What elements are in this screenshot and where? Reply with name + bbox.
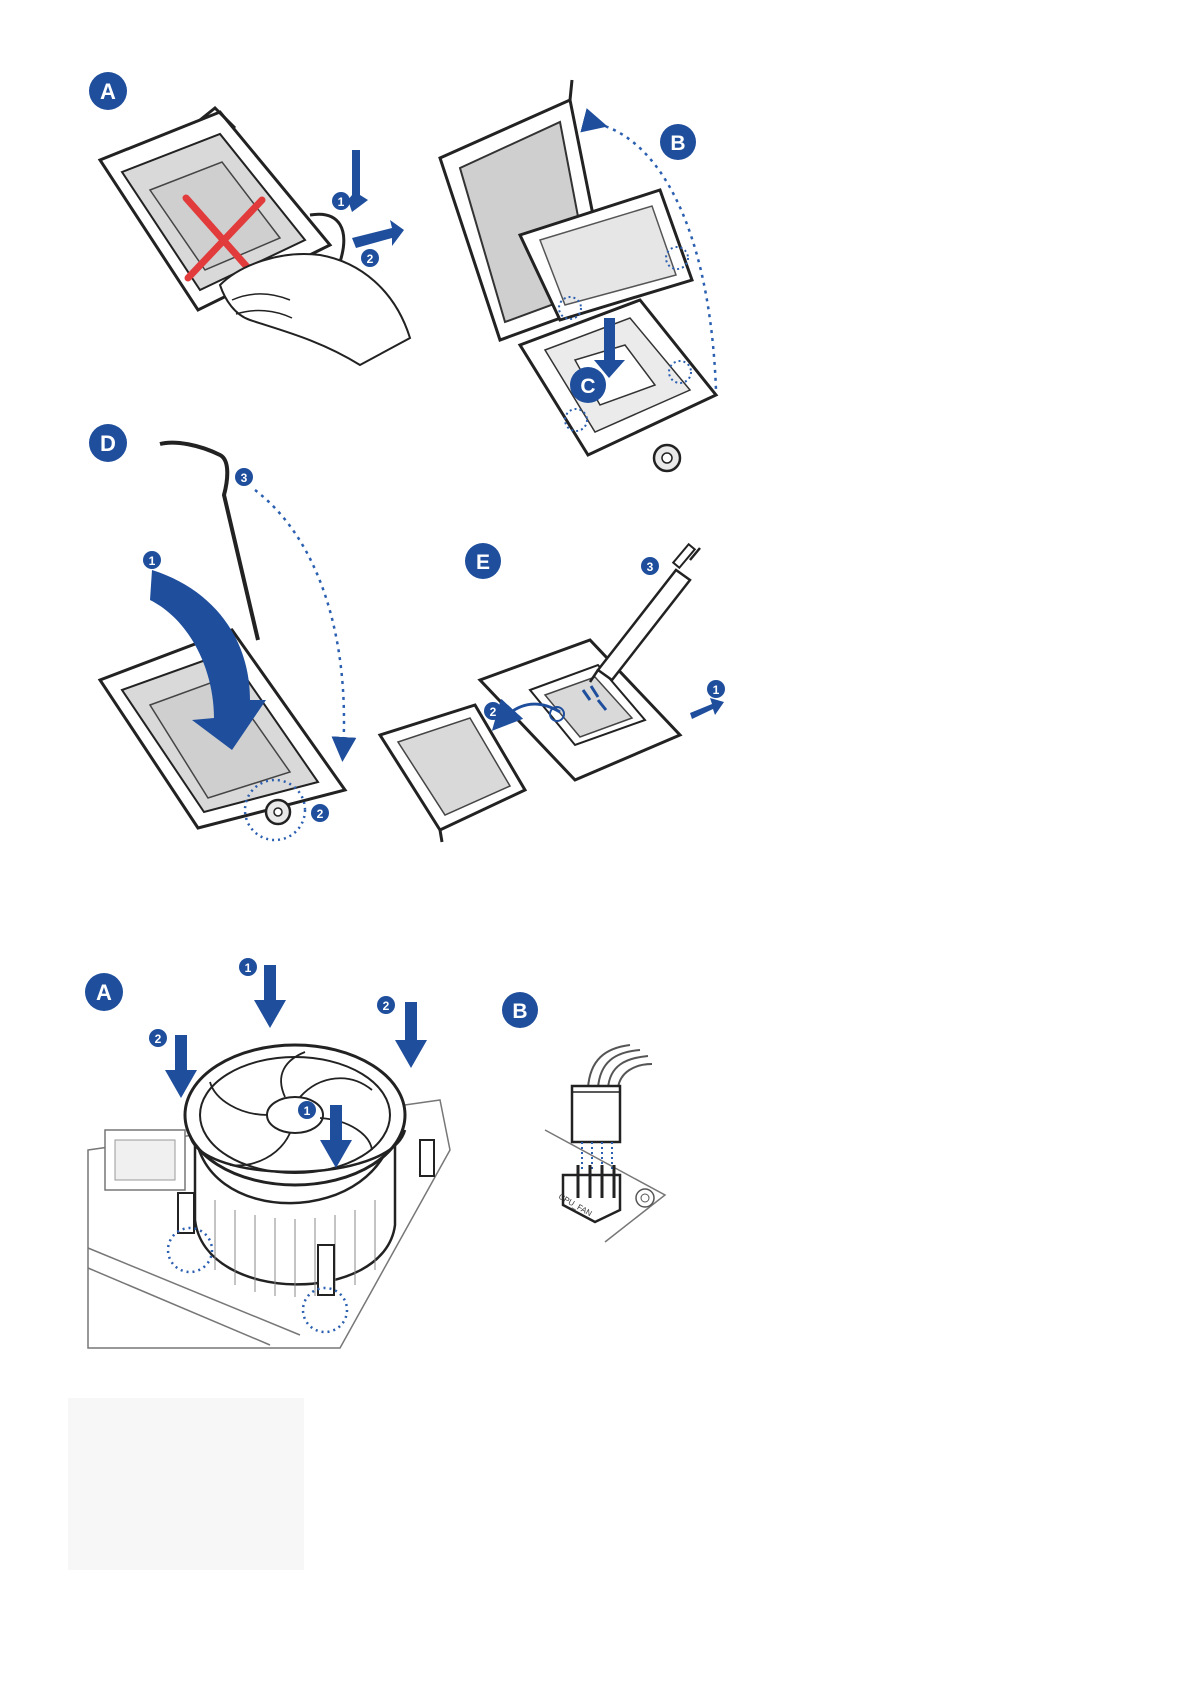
step-d3-label: 3 bbox=[241, 471, 248, 485]
blank-image-placeholder bbox=[68, 1398, 304, 1570]
cooler-step-1a-label: 1 bbox=[245, 961, 252, 975]
step-e1-label: 1 bbox=[713, 683, 720, 697]
step-a1-label: 1 bbox=[338, 195, 345, 209]
lever-push-down-arrow bbox=[348, 150, 368, 212]
lever-pull-out-arrow bbox=[352, 220, 404, 248]
panel-a-lift-lever: A 1 2 bbox=[89, 72, 410, 365]
cooler-step-2a-label: 2 bbox=[155, 1032, 162, 1046]
step-a2-label: 2 bbox=[367, 252, 374, 266]
badge-b-label: B bbox=[670, 132, 685, 155]
lever-push-arrow bbox=[690, 698, 724, 719]
panel-b-c-insert-cpu: B C bbox=[440, 80, 716, 471]
panel-d-close-lever: D 1 2 3 bbox=[89, 424, 345, 840]
fan-cable-wires bbox=[588, 1045, 652, 1088]
badge-d-label: D bbox=[100, 431, 116, 456]
connector-guide-lines bbox=[582, 1142, 612, 1170]
step-e3-label: 3 bbox=[647, 560, 654, 574]
badge-e-label: E bbox=[476, 551, 490, 574]
socket-lock-screw-icon bbox=[266, 800, 290, 824]
cooler-badge-a-label: A bbox=[96, 980, 112, 1005]
cooler-badge-b-label: B bbox=[512, 1000, 527, 1023]
badge-c-label: C bbox=[580, 375, 595, 398]
push-down-arrow-1a bbox=[254, 965, 286, 1028]
panel-e-apply-thermal-paste: E 1 2 3 bbox=[380, 543, 725, 842]
cooler-step-2b-label: 2 bbox=[383, 999, 390, 1013]
cooler-panel-b-connect-fan: B bbox=[502, 992, 665, 1242]
cooler-step-1b-label: 1 bbox=[304, 1104, 311, 1118]
step-e2-label: 2 bbox=[490, 705, 497, 719]
board-mount-hole bbox=[636, 1189, 654, 1207]
cooler-panel-a-mount: A bbox=[85, 958, 450, 1348]
socket-with-cpu-icon bbox=[480, 640, 680, 780]
badge-a-label: A bbox=[100, 79, 116, 104]
step-d1-label: 1 bbox=[149, 554, 156, 568]
removed-cover-icon bbox=[380, 705, 525, 842]
step-d2-label: 2 bbox=[317, 807, 324, 821]
fan-connector-plug bbox=[572, 1086, 620, 1142]
push-down-arrow-2b bbox=[395, 1002, 427, 1068]
hand-icon bbox=[220, 254, 410, 365]
socket-screw-icon bbox=[654, 445, 680, 471]
